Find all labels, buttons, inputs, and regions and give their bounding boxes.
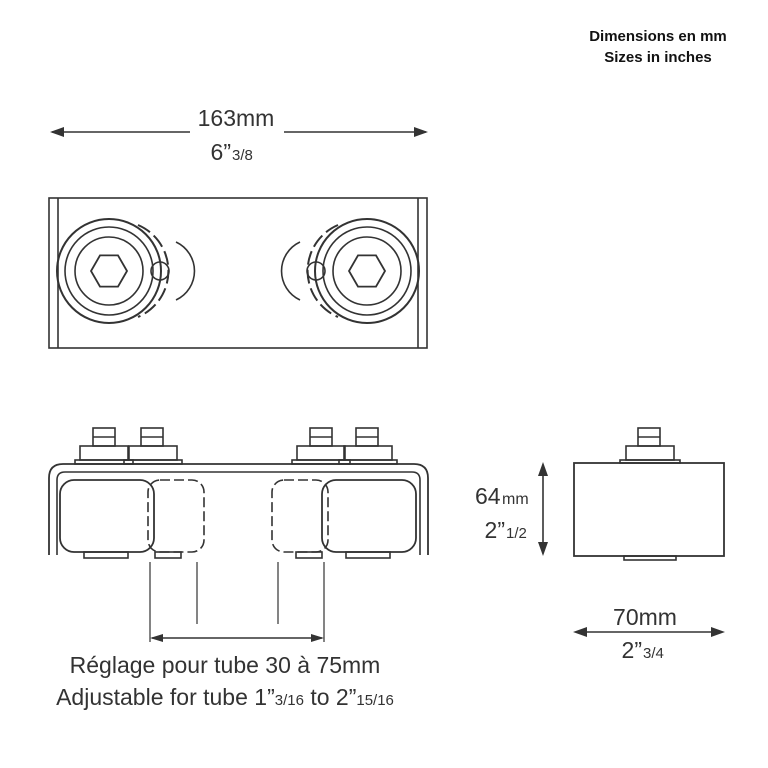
adjust-caption-en: Adjustable for tube 1”3/16 to 2”15/16 (0, 684, 450, 711)
right-roller-alt (271, 479, 329, 553)
width-inch-whole: 6” (211, 139, 231, 165)
adjust-caption-en-mid: to 2” (303, 684, 357, 710)
top-view (48, 197, 428, 349)
adjust-caption-en-frac2: 15/16 (356, 692, 394, 709)
side-view (573, 427, 725, 561)
right-roller-top (280, 218, 420, 324)
height-inch-whole: 2” (485, 517, 505, 543)
adjust-caption-fr: Réglage pour tube 30 à 75mm (69, 652, 381, 678)
right-roller-front (321, 479, 417, 553)
height-value: 64 (475, 483, 501, 509)
units-note-en: Sizes in inches (604, 49, 712, 66)
depth-mm-label: 70mm (613, 604, 677, 630)
depth-inch-frac: 3/4 (643, 645, 664, 662)
adjust-caption-en-frac1: 3/16 (274, 692, 304, 709)
left-roller-alt (147, 479, 205, 553)
units-note-fr: Dimensions en mm (589, 28, 727, 45)
height-inch-frac: 1/2 (506, 525, 527, 542)
height-unit: mm (502, 491, 529, 508)
width-mm-label: 163mm (198, 105, 275, 131)
height-dimension: 64 mm 2” 1/2 (475, 462, 548, 556)
units-note: Dimensions en mm Sizes in inches (540, 26, 768, 68)
depth-inch-whole: 2” (622, 637, 642, 663)
width-dimension: 163mm 6” 3/8 (50, 105, 428, 165)
left-roller-front (59, 479, 155, 553)
depth-dimension: 70mm 2” 3/4 (573, 604, 725, 663)
left-roller-top (56, 218, 196, 324)
width-inch-frac: 3/8 (232, 147, 253, 164)
front-bolts (74, 427, 398, 465)
front-view (48, 427, 429, 642)
adjust-caption-en-prefix: Adjustable for tube 1” (56, 684, 275, 710)
